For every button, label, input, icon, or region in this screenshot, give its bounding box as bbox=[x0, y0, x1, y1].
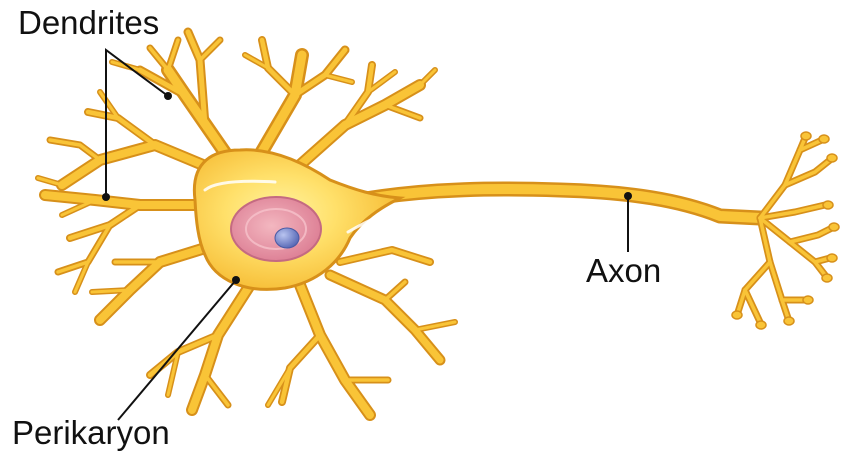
dendrites-pointer-dot-lower bbox=[102, 193, 110, 201]
dendrites-label: Dendrites bbox=[18, 6, 159, 39]
leader-lines bbox=[102, 50, 632, 420]
nucleolus bbox=[275, 228, 299, 248]
perikaryon-label: Perikaryon bbox=[12, 416, 170, 449]
axon bbox=[360, 189, 760, 218]
axon-label: Axon bbox=[586, 254, 661, 287]
nucleus bbox=[231, 197, 321, 261]
perikaryon-pointer-dot bbox=[232, 276, 240, 284]
dendrites-leader-line bbox=[106, 50, 168, 197]
axon-terminals bbox=[732, 132, 839, 329]
axon-pointer-dot bbox=[624, 192, 632, 200]
dendrites-pointer-dot-upper bbox=[164, 92, 172, 100]
